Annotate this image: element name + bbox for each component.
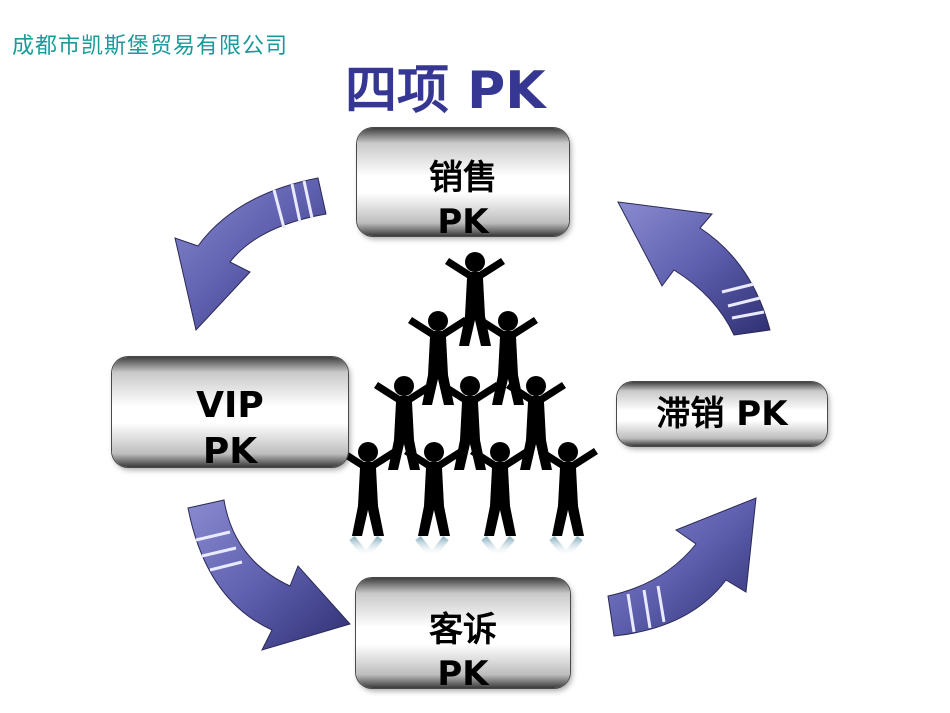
- person-figure: [470, 442, 530, 536]
- person-figure: [538, 442, 598, 536]
- person-figure: [404, 442, 464, 536]
- curved-arrow-top-left: [174, 177, 327, 332]
- sales-pk-box: 销售 PK: [357, 128, 569, 242]
- sales-pk-label: 销售 PK: [429, 158, 497, 242]
- complaint-pk-box: 客诉 PK: [356, 578, 570, 694]
- slow-selling-pk-label: 滞销 PK: [656, 394, 788, 434]
- curved-arrow-bottom-left: [187, 499, 351, 651]
- complaint-pk-label: 客诉 PK: [429, 610, 497, 694]
- company-name: 成都市凯斯堡贸易有限公司: [12, 34, 289, 59]
- slide-title: 四项 PK: [345, 61, 546, 121]
- pyramid-reflection: [349, 535, 583, 562]
- curved-arrow-top-right: [617, 201, 771, 336]
- vip-pk-label: VIP PK: [196, 385, 264, 472]
- curved-arrow-bottom-right: [607, 497, 757, 637]
- vip-pk-box: VIP PK: [112, 357, 348, 472]
- slow-selling-pk-box: 滞销 PK: [617, 382, 827, 446]
